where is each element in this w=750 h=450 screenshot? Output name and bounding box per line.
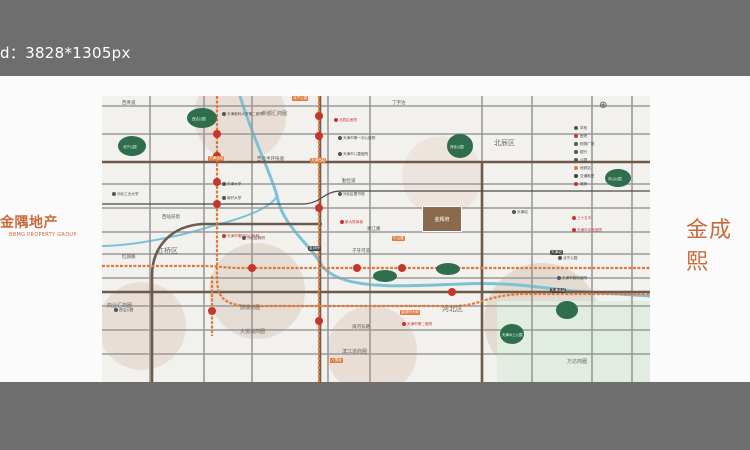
road-label: 西站前街 — [162, 215, 180, 220]
legend-item: 购物广场 — [574, 140, 644, 148]
map-legend: 学校 医院 购物广场 银行 公园 地铁站 交通枢纽 政府 — [574, 124, 644, 188]
parks — [118, 108, 631, 344]
road-label: 丁字沽 — [392, 101, 406, 106]
bbmg-logo-text: 金隅地产 — [0, 215, 58, 231]
road-label: 红旗路 — [122, 255, 136, 260]
business-area-circle — [102, 282, 186, 370]
legend-item: 交通枢纽 — [574, 172, 644, 180]
project-marker: 金辉府 — [422, 206, 462, 232]
metro-lines — [102, 96, 650, 382]
road-label: 子牙河道 — [352, 249, 370, 254]
park-label: 西沽公园 — [192, 117, 206, 121]
bbmg-logo: 金隅地产 BBMG PROPERTY GROUP — [0, 212, 100, 238]
business-area-label: 滨江道商圈 — [342, 349, 368, 355]
legend-item: 医院 — [574, 132, 644, 140]
compass-icon: ⊕ — [599, 100, 608, 111]
canvas-size-label: d：3828*1305px — [0, 44, 131, 62]
district-label: 河北区 — [442, 305, 463, 313]
poi-label: 河北工业大学 — [112, 192, 139, 197]
transport-hub-label: 天津北站 — [550, 288, 567, 293]
poi-label: 天津站 — [512, 210, 528, 215]
red-poi-label: 三十五中 — [572, 216, 591, 221]
road-label: 海河东路 — [352, 325, 370, 330]
park-label: 河北公园 — [450, 145, 464, 149]
metro-station-label: 天津西站 — [310, 158, 327, 163]
river-branch — [102, 195, 278, 247]
poi-label: 天津医科大学第二医院 — [222, 112, 263, 117]
transport-hub-label: 金钟桥 — [308, 246, 321, 251]
metro-station-label: 金钟河大街 — [400, 310, 420, 315]
metro-station-label: 中山路 — [392, 236, 405, 241]
business-area-label: 商业汇商圈 — [107, 303, 133, 309]
road-label: 湘江路 — [367, 227, 381, 232]
poi-label: 天津市胸科医院 — [557, 276, 587, 281]
red-poi-label: 天津市中医医院 — [572, 228, 602, 233]
metro-station-label: 八里台 — [330, 358, 343, 363]
legend-item: 地铁站 — [574, 164, 644, 172]
transport-hub-label: 天津站 — [550, 250, 563, 255]
legend-item: 学校 — [574, 124, 644, 132]
poi-label: 天津市第一中心医院 — [338, 136, 375, 141]
red-poi-label: 北辰区医院 — [334, 118, 357, 123]
legend-item: 公园 — [574, 156, 644, 164]
park-label: 天津水上公园 — [502, 333, 523, 337]
bbmg-logo-en: BBMG PROPERTY GROUP — [9, 232, 77, 238]
park-label: 中山公园 — [608, 177, 622, 181]
poi-label: 河北区图书馆 — [338, 192, 365, 197]
red-poi-label: 新大陆商城 — [340, 220, 363, 225]
district-label: 红桥区 — [157, 247, 178, 255]
district-label: 北辰区 — [494, 139, 515, 147]
red-poi-label: 天津市第四中心医院 — [222, 234, 259, 239]
road-label: 勤俭道 — [342, 179, 356, 184]
business-area-label: 新都汇商圈 — [262, 111, 288, 117]
park-label: 北宁公园 — [123, 145, 137, 149]
metro-station-label: 天津北站 — [208, 156, 225, 161]
red-poi-label: 天津市第二医院 — [402, 322, 432, 327]
poi-label: 西沽公园 — [114, 308, 133, 313]
poi-label: 天津大学 — [222, 182, 241, 187]
legend-item: 银行 — [574, 148, 644, 156]
road-label: 西北半环快速 — [257, 157, 284, 162]
poi-label: 南开大学 — [222, 196, 241, 201]
railway — [102, 190, 650, 205]
road-label: 西青道 — [122, 101, 136, 106]
map-base-svg — [102, 96, 650, 382]
business-area-label: 大悦城商圈 — [240, 329, 266, 335]
business-area-circle — [327, 306, 417, 382]
legend-item: 政府 — [574, 180, 644, 188]
business-area-label: 鼓楼商圈 — [240, 305, 261, 311]
metro-station-markers — [208, 112, 456, 325]
metro-station-label: 北宁公园 — [292, 96, 309, 101]
poi-label: 北宁公园 — [558, 256, 577, 261]
poi-label: 天津市儿童医院 — [338, 152, 368, 157]
business-area-label: 万达商圈 — [567, 359, 588, 365]
project-logo: 金成熙 — [686, 218, 733, 275]
location-map: ⊕ 红桥区 河北区 北辰区 新都汇商圈 商业汇商圈 鼓楼商圈 大悦城商圈 滨江道… — [102, 96, 650, 382]
